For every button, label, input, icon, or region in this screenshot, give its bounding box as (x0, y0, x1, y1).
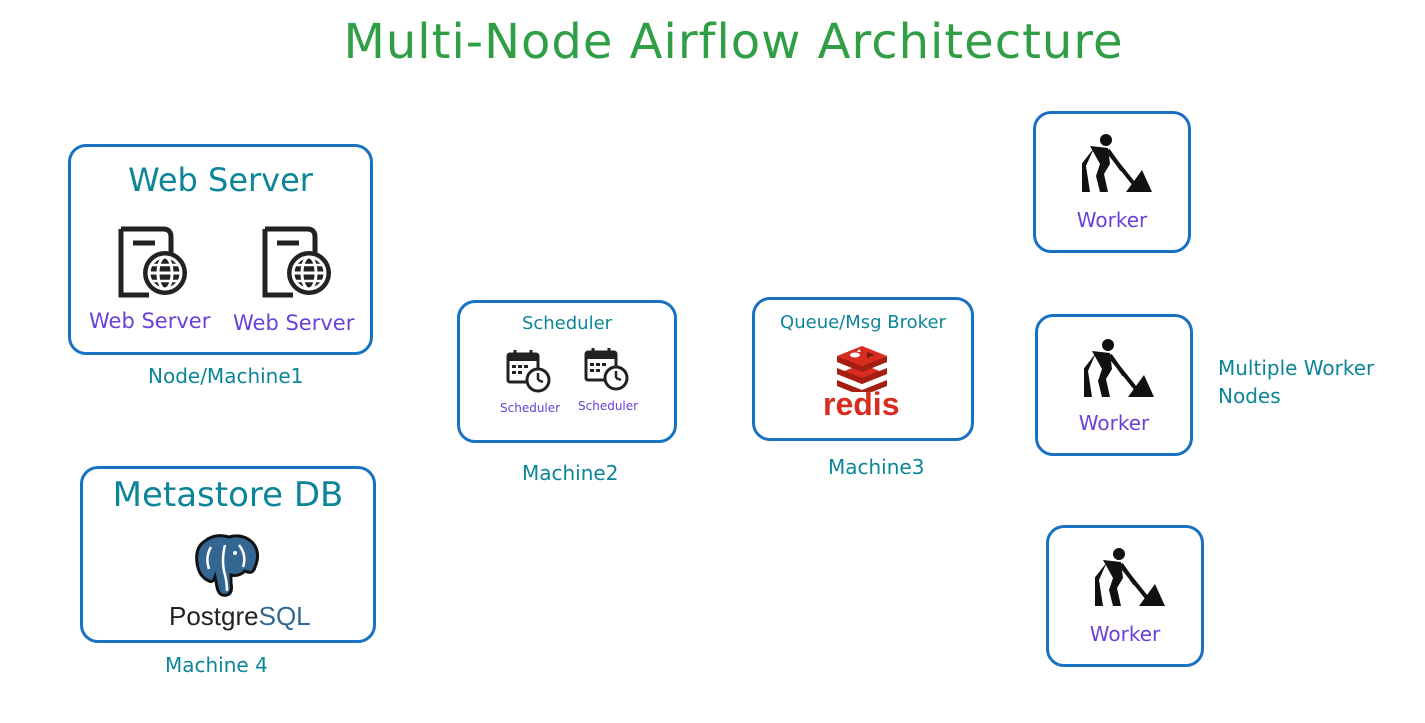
scheduler-item-label: Scheduler (500, 401, 561, 415)
postgresql-logo-text: PostgreSQL (169, 601, 311, 632)
metastore-box: Metastore DB PostgreSQL (80, 466, 376, 643)
metastore-caption: Machine 4 (165, 653, 268, 677)
web-server-icon (259, 225, 339, 301)
postgresql-logo-part-a: Postgre (169, 601, 259, 631)
web-server-item-label: Web Server (89, 309, 211, 333)
worker-box: Worker (1033, 111, 1191, 253)
web-server-caption: Node/Machine1 (148, 364, 304, 388)
broker-caption: Machine3 (828, 455, 925, 479)
broker-box: Queue/Msg Broker redis (752, 297, 974, 441)
broker-heading: Queue/Msg Broker (780, 312, 946, 333)
worker-box: Worker (1046, 525, 1204, 667)
metastore-heading: Metastore DB (112, 475, 344, 515)
scheduler-box: Scheduler Scheduler (457, 300, 677, 443)
worker-digging-icon (1082, 132, 1154, 196)
calendar-clock-icon (506, 349, 552, 393)
workers-note-line-1: Multiple Worker (1218, 356, 1375, 380)
scheduler-heading: Scheduler (521, 313, 613, 334)
worker-label: Worker (1076, 208, 1148, 232)
web-server-heading: Web Server (128, 161, 313, 199)
diagram-title: Multi-Node Airflow Architecture (343, 14, 1124, 70)
web-server-icon (115, 225, 195, 301)
web-server-box: Web Server Web Server (68, 144, 373, 355)
worker-box: Worker (1035, 314, 1193, 456)
workers-note-line-2: Nodes (1218, 384, 1281, 408)
calendar-clock-icon (584, 347, 630, 391)
worker-digging-icon (1084, 337, 1156, 401)
worker-label: Worker (1089, 622, 1161, 646)
worker-digging-icon (1095, 546, 1167, 610)
postgresql-logo-part-b: SQL (258, 601, 311, 631)
redis-logo-icon (833, 346, 891, 392)
redis-logo-text: redis (823, 386, 900, 422)
scheduler-item-label: Scheduler (578, 399, 639, 413)
web-server-item-label: Web Server (233, 311, 355, 335)
worker-label: Worker (1078, 411, 1150, 435)
postgresql-elephant-icon (191, 531, 263, 603)
scheduler-caption: Machine2 (522, 461, 619, 485)
